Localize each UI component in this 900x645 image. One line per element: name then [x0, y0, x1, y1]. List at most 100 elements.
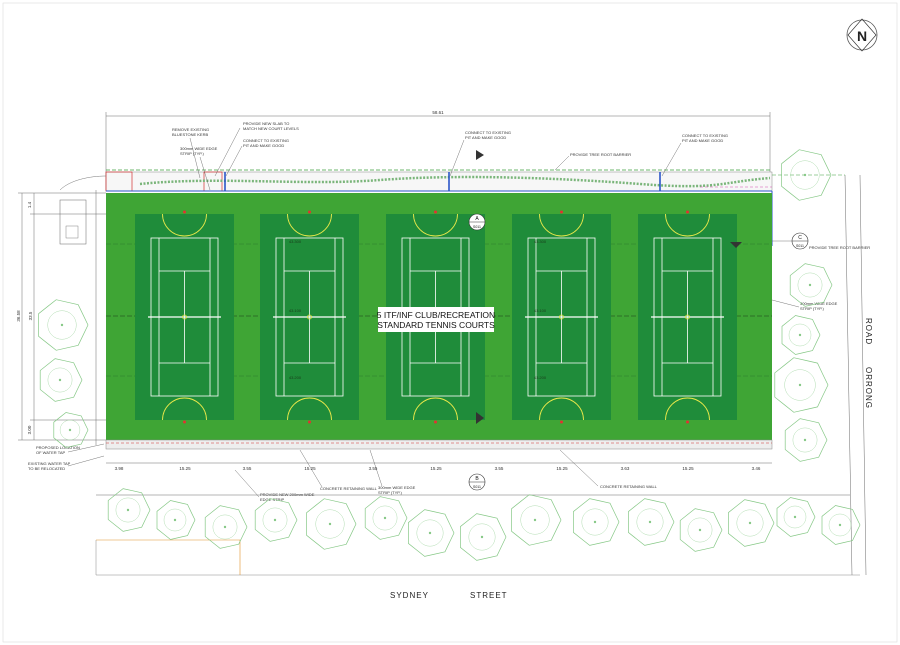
- tree-inner: [416, 519, 444, 547]
- tree-19: [784, 418, 828, 462]
- leader-new-vicc: [234, 469, 260, 498]
- tree-inner: [212, 514, 238, 540]
- bottom-dim-9: 3.63: [621, 466, 630, 471]
- note-remove-kerb-1: REMOVE EXISTING: [172, 127, 209, 132]
- tree-inner: [784, 369, 816, 401]
- tree-canopy: [107, 488, 151, 532]
- tree-trunk: [798, 333, 802, 337]
- tree-trunk: [533, 518, 537, 522]
- court-arc-top: [665, 213, 710, 237]
- street-label-road: ROAD: [864, 318, 873, 345]
- tree-15: [679, 508, 723, 552]
- tree-inner: [687, 517, 713, 543]
- section-marker-b-ref: S011: [473, 485, 481, 489]
- tree-17: [776, 497, 816, 537]
- tree-canopy: [821, 505, 861, 545]
- bottom-dim-7: 3.55: [495, 466, 504, 471]
- court-marker-top: [434, 210, 437, 214]
- bottom-dim-8: 15.25: [556, 466, 568, 471]
- tree-canopy: [511, 494, 562, 546]
- annotations: REMOVE EXISTING BLUESTONE KERB PROVIDE N…: [28, 121, 870, 502]
- tree-canopy: [728, 499, 775, 547]
- section-marker-c-letter: C: [798, 235, 802, 241]
- tree-trunk: [273, 518, 277, 522]
- section-marker-c: C S011: [772, 232, 809, 250]
- tree-1: [38, 299, 89, 351]
- bottom-site-features: [95, 494, 860, 576]
- tree-13: [573, 498, 620, 546]
- left-dim-3: 33.5: [28, 311, 33, 320]
- tree-2: [39, 358, 83, 402]
- level-centre-1: 43.100: [289, 308, 302, 313]
- tree-inner: [828, 513, 852, 537]
- tennis-court-4: [512, 210, 611, 424]
- court-marker-top: [183, 210, 186, 214]
- tree-16: [728, 499, 775, 547]
- tree-canopy: [408, 509, 455, 557]
- bottom-dimensions: 3.98 15.25 3.55 15.25 3.55 15.25 3.55 15…: [115, 466, 761, 471]
- tree-20: [781, 149, 832, 201]
- tree-23: [821, 505, 861, 545]
- level-bottom-1: 43.200: [289, 375, 302, 380]
- left-building: [59, 199, 87, 245]
- tree-11: [460, 513, 507, 561]
- tree-trunk: [60, 323, 64, 327]
- tree-canopy: [573, 498, 620, 546]
- top-strip-hatch: [139, 175, 771, 188]
- section-marker-a-ref: S011: [473, 225, 481, 229]
- tree-inner: [372, 505, 398, 531]
- courts-title: 5 ITF/INF CLUB/RECREATION STANDARD TENNI…: [377, 307, 495, 332]
- tree-inner: [47, 310, 77, 340]
- note-connect-pit-1b: PIT AND MAKE GOOD: [243, 143, 284, 148]
- right-site-features: [772, 174, 867, 576]
- note-edge-strip-bottom-2: STRIP (TYP.): [378, 490, 403, 495]
- tree-trunk: [808, 283, 812, 287]
- tree-trunk: [838, 523, 842, 527]
- tree-canopy: [781, 315, 821, 355]
- note-edge-strip-left-2: STRIP (TYP.): [180, 151, 205, 156]
- leader-tree-barrier-top: [554, 155, 570, 171]
- court-marker-top: [686, 210, 689, 214]
- tree-12: [511, 494, 562, 546]
- courts-title-box: [378, 307, 494, 332]
- tree-inner: [581, 508, 609, 536]
- note-water-tap-existing-1: EXISTING WATER TAP: [28, 461, 71, 466]
- left-site-features: [59, 175, 107, 445]
- note-connect-pit-3b: PIT AND MAKE GOOD: [682, 138, 723, 143]
- tree-trunk: [58, 378, 62, 382]
- tree-inner: [520, 505, 550, 535]
- tree-inner: [736, 509, 764, 537]
- section-marker-a-letter: A: [475, 216, 479, 222]
- bottom-dim-6: 15.25: [430, 466, 442, 471]
- tree-inner: [115, 497, 141, 523]
- tree-trunk: [803, 173, 807, 177]
- tree-inner: [792, 427, 818, 453]
- tree-canopy: [364, 496, 408, 540]
- tree-canopy: [789, 263, 833, 307]
- tree-trunk: [223, 525, 227, 529]
- court-arc-top: [162, 213, 207, 237]
- note-edge-strip-right-2: STRIP (TYP.): [800, 306, 825, 311]
- court-centre-mark: [685, 314, 690, 320]
- court-arc-bottom: [287, 397, 332, 421]
- level-top-1: 43.300: [289, 239, 302, 244]
- bottom-orange-pipe: [96, 539, 241, 575]
- note-new-slab-1: PROVIDE NEW SLAB TO: [243, 121, 289, 126]
- tree-10: [408, 509, 455, 557]
- tree-inner: [163, 508, 187, 532]
- note-connect-pit-3a: CONNECT TO EXISTING: [682, 133, 728, 138]
- courts-title-line-2: STANDARD TENNIS COURTS: [377, 320, 495, 330]
- tree-canopy: [679, 508, 723, 552]
- tree-trunk: [126, 508, 130, 512]
- tree-trunk: [698, 528, 702, 532]
- left-building-inner: [65, 225, 79, 239]
- tree-9: [364, 496, 408, 540]
- bottom-dim-1: 3.98: [115, 466, 124, 471]
- court-arc-bottom: [665, 397, 710, 421]
- leader-retaining-1: [299, 449, 323, 488]
- tree-canopy: [39, 358, 83, 402]
- tree-trunk: [803, 438, 807, 442]
- section-marker-a: A S011: [468, 213, 486, 231]
- top-drainage-strip: [105, 169, 773, 246]
- tennis-court-5: [638, 210, 737, 424]
